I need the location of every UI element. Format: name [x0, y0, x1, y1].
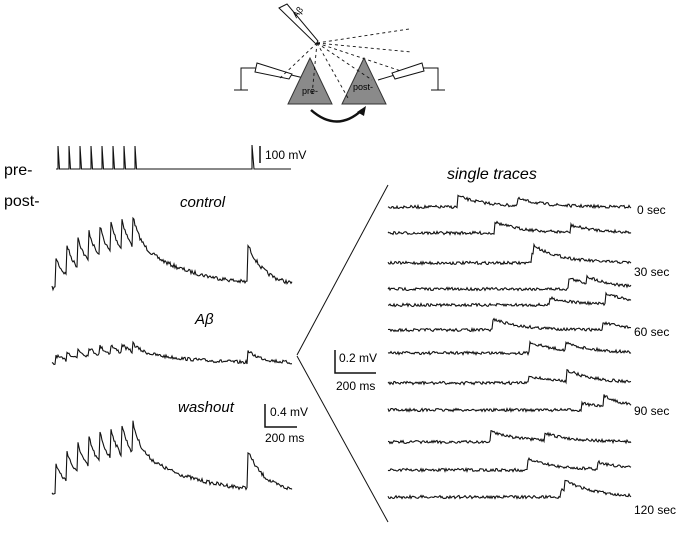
post-row-label: post- — [4, 193, 40, 210]
scale-bars — [259, 146, 376, 428]
zoom-lines — [296, 184, 389, 523]
abeta-pipette — [278, 3, 319, 45]
time-label-60: 60 sec — [634, 325, 670, 339]
control-postsynaptic-trace — [51, 216, 293, 292]
post-electrode-wire — [418, 67, 439, 90]
washout-label: washout — [178, 399, 234, 416]
pre-row-label: pre- — [4, 162, 33, 179]
zoom-line-bottom — [296, 355, 389, 523]
post-electrode-body — [391, 62, 425, 80]
recording-electrodes — [234, 62, 445, 91]
single-trace-1 — [387, 194, 632, 210]
washout-time-scale-label: 200 ms — [265, 431, 305, 445]
washout-voltage-scale-label: 0.4 mV — [270, 405, 309, 419]
single-traces-title: single traces — [447, 166, 537, 183]
synapse-arrowhead — [357, 106, 366, 116]
single-trace-5 — [387, 291, 632, 308]
time-label-30: 30 sec — [634, 265, 670, 279]
pre-cell-label: pre- — [302, 86, 319, 96]
abeta-postsynaptic-trace — [51, 340, 293, 366]
single-trace-10 — [387, 430, 632, 445]
single-trace-12 — [387, 479, 632, 500]
electrophysiology-traces — [51, 144, 632, 500]
single-trace-2 — [387, 220, 632, 236]
pre-voltage-scale-label: 100 mV — [265, 148, 307, 162]
post-cell-label: post- — [353, 82, 374, 92]
time-label-0: 0 sec — [637, 203, 666, 217]
pre-electrode-body — [254, 62, 293, 80]
zoom-line-top — [296, 184, 389, 356]
post-neuron — [341, 56, 387, 105]
single-trace-scalebar — [334, 350, 376, 374]
single-trace-11 — [387, 456, 632, 474]
single-voltage-scale-label: 0.2 mV — [339, 351, 378, 365]
single-time-scale-label: 200 ms — [336, 379, 376, 393]
control-label: control — [180, 194, 226, 211]
single-trace-4 — [387, 274, 632, 292]
pre-electrode-wire — [240, 67, 262, 90]
presynaptic-spike-trace — [56, 144, 291, 170]
single-trace-6 — [387, 317, 632, 333]
washout-scalebar — [264, 404, 297, 428]
washout-postsynaptic-trace — [51, 420, 293, 495]
neuron-cells — [287, 56, 387, 123]
synapse-arrow — [310, 109, 363, 123]
pre-neuron — [287, 56, 333, 105]
single-trace-8 — [387, 368, 632, 386]
time-label-120: 120 sec — [634, 503, 677, 517]
single-trace-3 — [387, 242, 632, 266]
single-trace-7 — [387, 340, 632, 356]
abeta-puffer — [277, 3, 412, 99]
single-trace-9 — [387, 394, 632, 413]
time-label-90: 90 sec — [634, 404, 670, 418]
abeta-label: Aβ — [195, 311, 214, 328]
